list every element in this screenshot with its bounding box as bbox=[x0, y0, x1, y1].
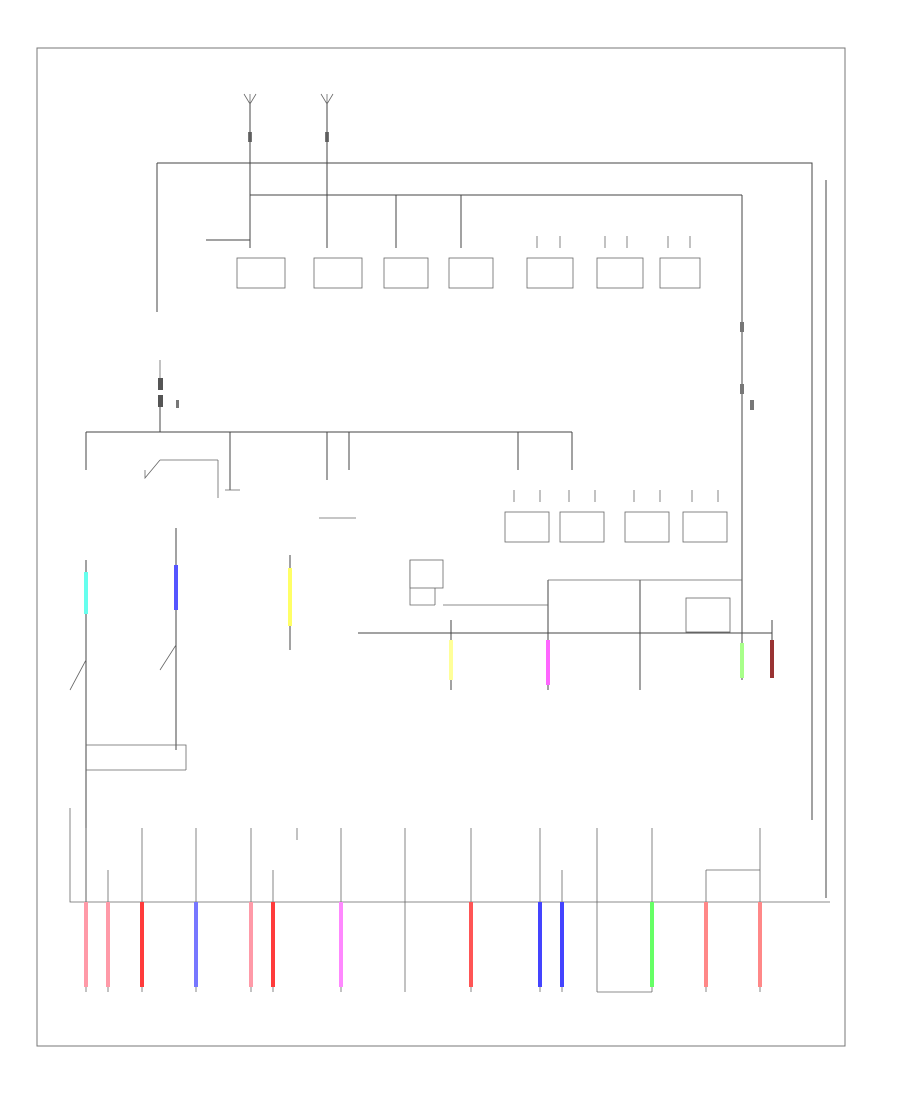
bottom-wire-pink-4 bbox=[704, 902, 708, 987]
bottom-wire-pink-2 bbox=[106, 902, 110, 987]
wire-segment-magenta bbox=[546, 640, 550, 685]
wire-segment-yellow bbox=[288, 568, 292, 626]
wire-segment-blue bbox=[174, 565, 178, 610]
bottom-wire-blue-1 bbox=[194, 902, 198, 987]
top-fuse-section bbox=[156, 93, 827, 898]
wire-segment-darkred bbox=[770, 640, 774, 678]
bottom-fuse-section bbox=[69, 808, 830, 993]
wire-segment-yellow-2 bbox=[449, 640, 453, 680]
bottom-wire-pink-1 bbox=[84, 902, 88, 987]
sheet-border bbox=[36, 47, 846, 1047]
bottom-wire-pink-3 bbox=[249, 902, 253, 987]
wire-segment-cyan bbox=[84, 572, 88, 614]
bottom-wire-blue-3 bbox=[560, 902, 564, 987]
bottom-wire-green bbox=[650, 902, 654, 987]
middle-fuse-section bbox=[69, 360, 774, 905]
bottom-wire-blue-2 bbox=[538, 902, 542, 987]
wire-segment-lightgreen bbox=[740, 643, 744, 678]
bottom-wire-red-2 bbox=[271, 902, 275, 987]
bottom-wire-red-3 bbox=[469, 902, 473, 987]
bottom-wire-red-1 bbox=[140, 902, 144, 987]
bottom-wire-pink-5 bbox=[758, 902, 762, 987]
bottom-wire-magenta bbox=[339, 902, 343, 987]
